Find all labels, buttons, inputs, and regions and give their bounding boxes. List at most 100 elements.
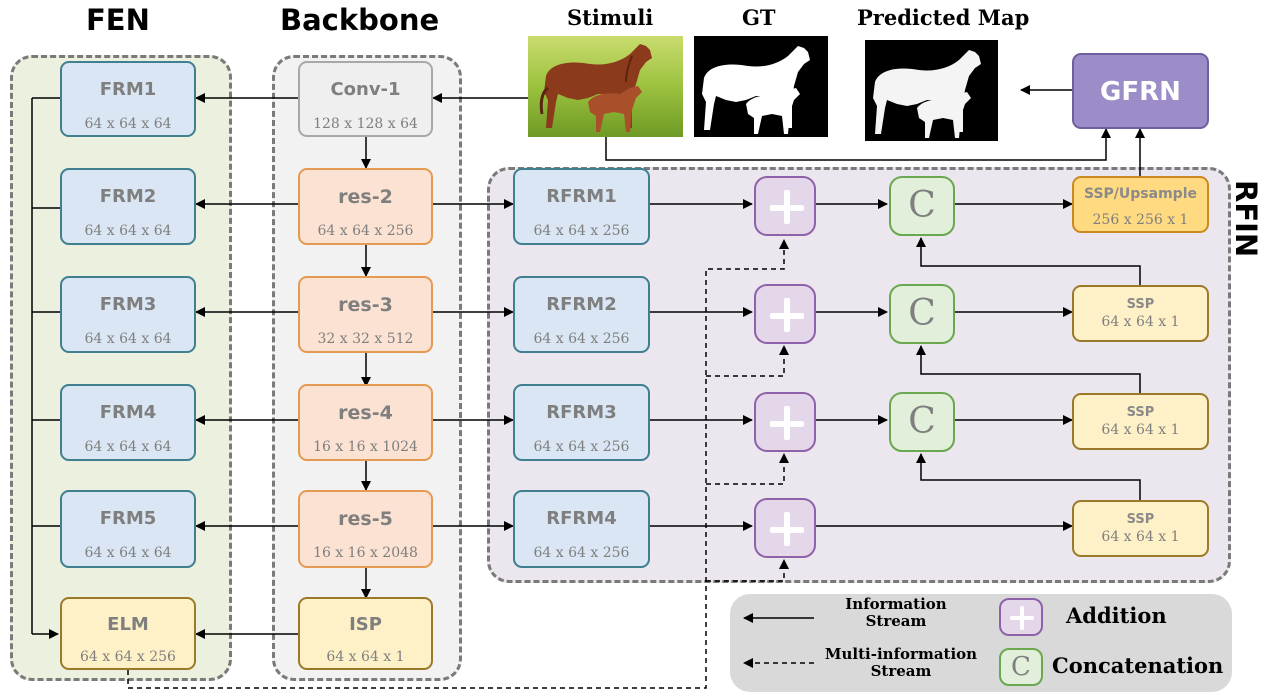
legend-panel <box>730 594 1232 692</box>
isp-label: ISP <box>349 614 382 635</box>
elm-box: ELM 64 x 64 x 256 <box>60 597 196 670</box>
isp-box: ISP 64 x 64 x 1 <box>298 597 433 670</box>
legend-concat-symbol: C <box>1011 652 1031 682</box>
legend-concatenation-label: Concatenation <box>1052 653 1224 678</box>
frm1-box: FRM1 64 x 64 x 64 <box>60 61 196 137</box>
frm2-box: FRM2 64 x 64 x 64 <box>60 168 196 245</box>
conv1-box: Conv-1 128 x 128 x 64 <box>298 61 433 137</box>
gfrn-box: GFRN <box>1072 53 1209 129</box>
res2-dim: 64 x 64 x 256 <box>317 223 414 239</box>
conv1-dim: 128 x 128 x 64 <box>313 116 418 132</box>
ssp3-dim: 64 x 64 x 1 <box>1101 422 1180 438</box>
rfrm2-label: RFRM2 <box>546 294 617 315</box>
dashed-to-add2 <box>706 345 789 377</box>
isp-dim: 64 x 64 x 1 <box>326 649 405 665</box>
addition-op-1 <box>754 176 816 236</box>
stimuli-title: Stimuli <box>567 5 654 30</box>
legend-multi-info-stream: Multi-information Stream <box>824 645 978 681</box>
legend-info-stream: Information Stream <box>845 595 947 631</box>
frm4-label: FRM4 <box>99 402 157 423</box>
arrow-ssp2-cat1 <box>916 237 1141 285</box>
concat-symbol: C <box>908 293 936 334</box>
res5-label: res-5 <box>338 508 393 530</box>
fen-group <box>10 55 232 681</box>
gt-mask-icon <box>702 46 810 134</box>
gt-image <box>694 36 828 137</box>
concat-op-3: C <box>889 392 955 452</box>
arrow-ssp4-cat3 <box>916 453 1141 500</box>
rfrm1-dim: 64 x 64 x 256 <box>533 223 630 239</box>
res5-box: res-5 16 x 16 x 2048 <box>298 490 433 568</box>
ssp4-dim: 64 x 64 x 1 <box>1101 529 1180 545</box>
ssp3-box: SSP 64 x 64 x 1 <box>1072 393 1209 450</box>
res3-dim: 32 x 32 x 512 <box>317 331 414 347</box>
fen-title: FEN <box>86 3 150 37</box>
frm4-box: FRM4 64 x 64 x 64 <box>60 384 196 461</box>
ssp-upsample-dim: 256 x 256 x 1 <box>1092 212 1189 228</box>
ssp-upsample-label: SSP/Upsample <box>1084 186 1197 202</box>
addition-op-4 <box>754 498 816 558</box>
arrow-ssp3-cat2 <box>916 345 1141 393</box>
frm2-label: FRM2 <box>99 186 157 207</box>
frm5-box: FRM5 64 x 64 x 64 <box>60 490 196 568</box>
res3-label: res-3 <box>338 294 393 316</box>
ssp3-label: SSP <box>1126 405 1155 420</box>
elm-label: ELM <box>107 614 149 635</box>
addition-op-2 <box>754 284 816 344</box>
res5-dim: 16 x 16 x 2048 <box>313 545 418 561</box>
frm5-dim: 64 x 64 x 64 <box>84 545 172 561</box>
ssp-upsample-box: SSP/Upsample 256 x 256 x 1 <box>1072 176 1209 233</box>
frm5-label: FRM5 <box>99 508 157 529</box>
res3-box: res-3 32 x 32 x 512 <box>298 276 433 353</box>
addition-op-3 <box>754 392 816 452</box>
frm3-box: FRM3 64 x 64 x 64 <box>60 276 196 353</box>
arrow-stimuli-gfrn <box>605 128 1111 161</box>
rfrm3-box: RFRM3 64 x 64 x 256 <box>513 384 650 461</box>
horse-photo-icon <box>528 36 683 137</box>
res4-label: res-4 <box>338 402 393 424</box>
rfrm4-dim: 64 x 64 x 256 <box>533 545 630 561</box>
frm2-dim: 64 x 64 x 64 <box>84 223 172 239</box>
legend-addition-label: Addition <box>1066 603 1167 628</box>
conv1-label: Conv-1 <box>330 79 401 100</box>
concat-symbol: C <box>908 185 936 226</box>
concat-symbol: C <box>908 401 936 442</box>
frm4-dim: 64 x 64 x 64 <box>84 439 172 455</box>
res4-box: res-4 16 x 16 x 1024 <box>298 384 433 461</box>
rfrm1-label: RFRM1 <box>546 186 617 207</box>
dashed-to-add3 <box>706 453 789 485</box>
rfrm3-dim: 64 x 64 x 256 <box>533 439 630 455</box>
legend-concat-icon: C <box>999 648 1043 686</box>
frm1-label: FRM1 <box>99 79 157 100</box>
dashed-elm-trunk <box>127 239 789 689</box>
frm1-dim: 64 x 64 x 64 <box>84 116 172 132</box>
gt-title: GT <box>742 5 776 30</box>
rfrm3-label: RFRM3 <box>546 402 617 423</box>
stimuli-image <box>528 36 683 137</box>
concat-op-1: C <box>889 176 955 236</box>
legend-addition-icon <box>999 598 1043 636</box>
rfrm4-box: RFRM4 64 x 64 x 256 <box>513 490 650 568</box>
frm3-label: FRM3 <box>99 294 157 315</box>
predicted-map-title: Predicted Map <box>857 5 1030 30</box>
rfrm1-box: RFRM1 64 x 64 x 256 <box>513 168 650 245</box>
dashed-to-add4 <box>706 559 789 582</box>
res4-dim: 16 x 16 x 1024 <box>313 439 418 455</box>
res2-label: res-2 <box>338 186 393 208</box>
rfrm2-dim: 64 x 64 x 256 <box>533 331 630 347</box>
ssp2-label: SSP <box>1126 297 1155 312</box>
gfrn-label: GFRN <box>1100 77 1181 107</box>
ssp2-box: SSP 64 x 64 x 1 <box>1072 285 1209 342</box>
predicted-map-image <box>865 40 998 141</box>
res2-box: res-2 64 x 64 x 256 <box>298 168 433 245</box>
concat-op-2: C <box>889 284 955 344</box>
rfrm2-box: RFRM2 64 x 64 x 256 <box>513 276 650 353</box>
ssp4-box: SSP 64 x 64 x 1 <box>1072 500 1209 557</box>
backbone-title: Backbone <box>280 3 440 37</box>
rfrm4-label: RFRM4 <box>546 508 617 529</box>
ssp4-label: SSP <box>1126 512 1155 527</box>
predicted-mask-icon <box>873 50 981 138</box>
frm3-dim: 64 x 64 x 64 <box>84 331 172 347</box>
